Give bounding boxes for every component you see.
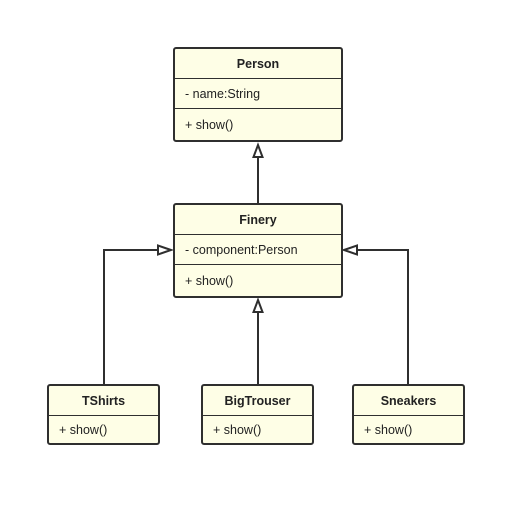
class-tshirts-method: + show() bbox=[59, 422, 108, 437]
class-person-attribute: - name:String bbox=[175, 79, 341, 109]
class-person-name: Person bbox=[175, 49, 341, 79]
class-person[interactable]: Person - name:String + show() bbox=[173, 47, 343, 142]
class-sneakers-name: Sneakers bbox=[354, 386, 463, 416]
class-finery[interactable]: Finery - component:Person + show() bbox=[173, 203, 343, 298]
class-bigtrouser-name: BigTrouser bbox=[203, 386, 312, 416]
class-sneakers-method: + show() bbox=[364, 422, 413, 437]
class-bigtrouser-method: + show() bbox=[213, 422, 262, 437]
class-finery-attribute: - component:Person bbox=[175, 235, 341, 265]
class-finery-name: Finery bbox=[175, 205, 341, 235]
arrowhead-finery-right bbox=[340, 244, 358, 256]
class-bigtrouser[interactable]: BigTrouser + show() bbox=[201, 384, 314, 445]
class-tshirts-name: TShirts bbox=[49, 386, 158, 416]
class-finery-method: + show() bbox=[185, 273, 234, 288]
class-person-method: + show() bbox=[185, 117, 234, 132]
class-tshirts[interactable]: TShirts + show() bbox=[47, 384, 160, 445]
class-sneakers[interactable]: Sneakers + show() bbox=[352, 384, 465, 445]
arrowhead-finery-left bbox=[157, 244, 175, 256]
arrowhead-finery-bottom bbox=[252, 297, 264, 313]
edge-tshirts-finery bbox=[103, 249, 158, 385]
arrowhead-person bbox=[252, 142, 264, 158]
edge-sneakers-finery bbox=[357, 249, 409, 385]
